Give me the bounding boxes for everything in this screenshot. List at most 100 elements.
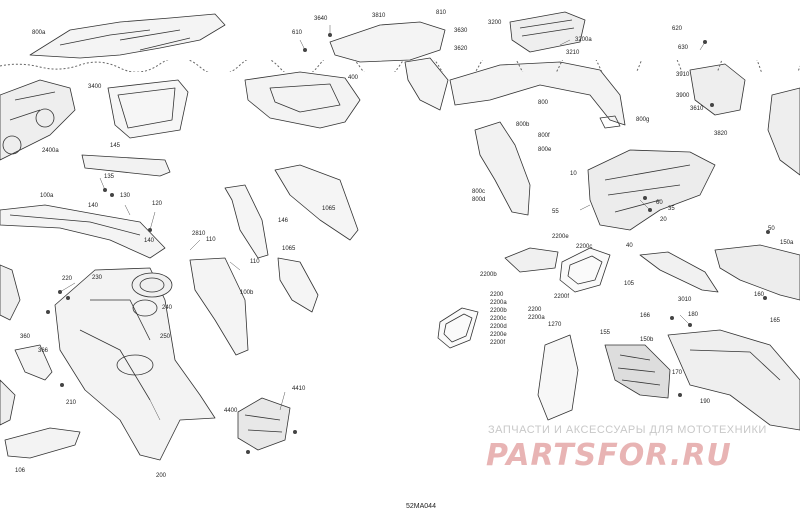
- watermark-tagline: ЗАПЧАСТИ И АКСЕССУАРЫ ДЛЯ МОТОТЕХНИКИ: [488, 424, 767, 436]
- part-3210: [404, 57, 449, 111]
- part-800: [449, 61, 626, 126]
- label-240: 240: [162, 305, 173, 311]
- label-2200b: 2200b: [480, 272, 497, 278]
- label-110a: 110: [206, 237, 216, 243]
- label-stack-6: 2200f: [490, 340, 506, 346]
- part-3400: [107, 79, 189, 139]
- label-800d: 800d: [472, 197, 486, 203]
- label-170: 170: [672, 370, 683, 376]
- label-3400: 3400: [88, 84, 102, 90]
- label-146: 146: [278, 218, 289, 224]
- label-stack-5: 2200e: [490, 332, 507, 338]
- label-190: 190: [700, 399, 711, 405]
- label-800e: 800e: [538, 147, 552, 153]
- label-40: 40: [626, 243, 633, 249]
- label-106: 106: [15, 468, 26, 474]
- label-20: 20: [660, 217, 667, 223]
- label-166: 166: [640, 313, 651, 319]
- label-100a: 100a: [40, 193, 54, 199]
- part-146: [224, 184, 269, 259]
- label-2200c: 2200c: [576, 244, 593, 250]
- label-800a: 800a: [32, 30, 46, 36]
- label-110b: 110: [250, 259, 260, 265]
- label-230: 230: [92, 275, 103, 281]
- label-120: 120: [152, 201, 163, 207]
- part-left-edge: [0, 264, 21, 426]
- label-400: 400: [348, 75, 359, 81]
- label-60: 60: [656, 200, 663, 206]
- part-400: [244, 71, 361, 129]
- label-stack-0: 2200: [490, 292, 504, 298]
- label-4410: 4410: [292, 386, 306, 392]
- label-250: 250: [160, 334, 171, 340]
- part-right-edge: [767, 87, 800, 176]
- part-150a: [714, 244, 800, 301]
- label-630: 630: [678, 45, 689, 51]
- part-2400a: [0, 79, 76, 161]
- label-2200a: 2200a: [528, 315, 545, 321]
- part-155: [604, 344, 671, 399]
- label-800c: 800c: [472, 189, 486, 195]
- label-3810: 3810: [372, 13, 386, 19]
- part-2200c-frame: [559, 247, 611, 293]
- label-stack-4: 2200d: [490, 324, 507, 330]
- label-3200a: 3200a: [575, 37, 592, 43]
- label-stack-2: 2200b: [490, 308, 507, 314]
- label-130: 130: [120, 193, 131, 199]
- label-800b: 800b: [516, 122, 530, 128]
- label-2810: 2810: [192, 231, 206, 237]
- part-145: [81, 154, 171, 177]
- label-2200: 2200: [528, 307, 542, 313]
- label-210: 210: [66, 400, 77, 406]
- part-250: [132, 299, 158, 317]
- part-100b: [189, 257, 249, 356]
- label-3210: 3210: [566, 50, 580, 56]
- label-stack-3: 2200c: [490, 316, 507, 322]
- part-800a: [29, 13, 226, 59]
- label-165: 165: [770, 318, 781, 324]
- part-150b: [667, 329, 800, 431]
- label-366: 366: [38, 348, 49, 354]
- label-3820: 3820: [714, 131, 728, 137]
- label-800g: 800g: [636, 117, 650, 123]
- part-100a: [0, 204, 166, 259]
- torn-edge-divider: [0, 60, 800, 72]
- label-2200f: 2200f: [554, 294, 570, 300]
- part-240: [131, 272, 173, 298]
- part-2200-lens: [504, 247, 559, 273]
- label-150b: 150b: [640, 337, 654, 343]
- part-106: [4, 427, 81, 459]
- part-105: [639, 251, 719, 293]
- label-180: 180: [688, 312, 699, 318]
- label-150a: 150a: [780, 240, 794, 246]
- label-810: 810: [436, 10, 447, 16]
- label-2400a: 2400a: [42, 148, 59, 154]
- part-1270: [537, 334, 579, 421]
- part-200: [54, 267, 216, 461]
- label-220: 220: [62, 276, 73, 282]
- label-800f: 800f: [538, 133, 550, 139]
- label-stack-1: 2200a: [490, 300, 507, 306]
- label-35: 35: [668, 206, 675, 212]
- part-1065a: [274, 164, 359, 241]
- label-10: 10: [570, 171, 577, 177]
- label-1270: 1270: [548, 322, 562, 328]
- label-3640: 3640: [314, 16, 328, 22]
- label-360: 360: [20, 334, 31, 340]
- label-3910: 3910: [676, 72, 690, 78]
- label-135: 135: [104, 174, 115, 180]
- diagram-code: 52MA044: [406, 503, 436, 510]
- label-4400: 4400: [224, 408, 238, 414]
- label-55: 55: [552, 209, 559, 215]
- label-610: 610: [292, 30, 303, 36]
- label-3630: 3630: [454, 28, 468, 34]
- label-200: 200: [156, 473, 167, 479]
- label-105: 105: [624, 281, 635, 287]
- label-3620: 3620: [454, 46, 468, 52]
- part-800g: [599, 115, 621, 129]
- part-360: [14, 344, 53, 381]
- label-145: 145: [110, 143, 121, 149]
- label-3610: 3610: [690, 106, 704, 112]
- label-800: 800: [538, 100, 549, 106]
